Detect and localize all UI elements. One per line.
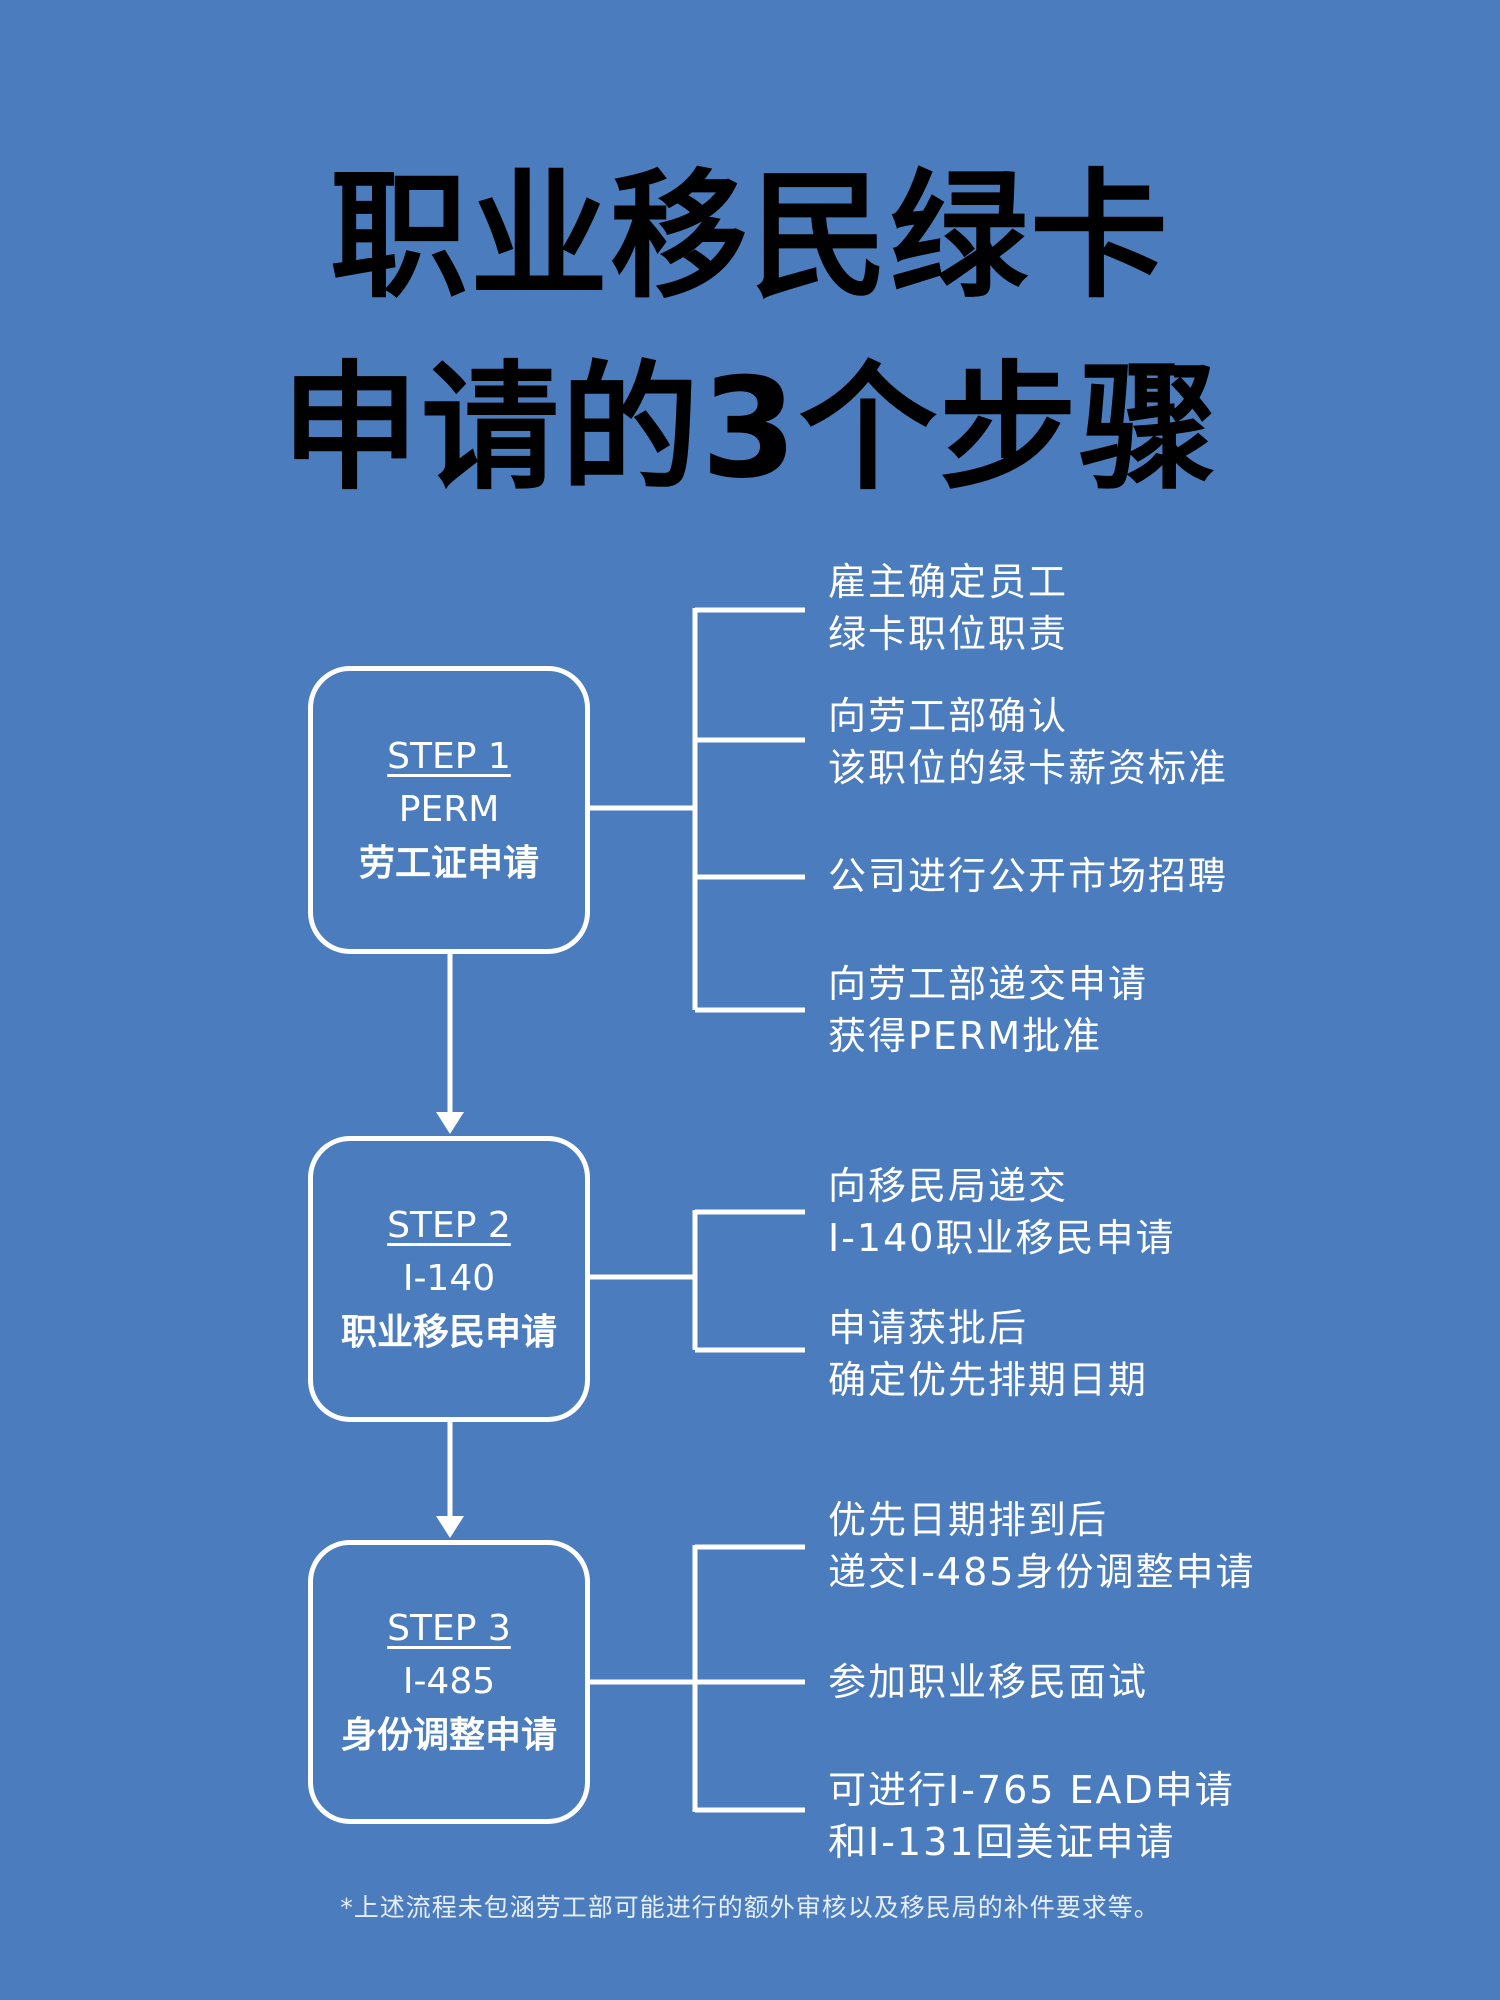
step-1-detail-1: 雇主确定员工 绿卡职位职责	[828, 556, 1068, 660]
title-line-1: 职业移民绿卡	[329, 156, 1170, 317]
step-3-detail-1: 优先日期排到后 递交I-485身份调整申请	[828, 1494, 1255, 1598]
step-1-box: STEP 1 PERM 劳工证申请	[308, 666, 590, 954]
detail-line: 优先日期排到后	[828, 1498, 1109, 1542]
detail-line: I-140职业移民申请	[828, 1216, 1176, 1260]
arrowhead-step3	[436, 1516, 464, 1538]
step-3-detail-2: 参加职业移民面试	[828, 1656, 1148, 1708]
step-3-box: STEP 3 I-485 身份调整申请	[308, 1540, 590, 1824]
step-3-name: 身份调整申请	[340, 1714, 557, 1756]
step-1-label: STEP 1	[387, 736, 511, 778]
step-2-label: STEP 2	[387, 1205, 511, 1247]
step-1-code: PERM	[398, 789, 500, 831]
detail-line: 向劳工部确认	[828, 694, 1069, 738]
step-2-box: STEP 2 I-140 职业移民申请	[308, 1136, 590, 1422]
detail-line: 确定优先排期日期	[828, 1358, 1149, 1402]
detail-line: 申请获批后	[828, 1306, 1029, 1350]
step-2-detail-1: 向移民局递交 I-140职业移民申请	[828, 1160, 1175, 1264]
step-1-name: 劳工证申请	[358, 842, 539, 884]
step-2-detail-2: 申请获批后 确定优先排期日期	[828, 1302, 1148, 1406]
detail-line: 向劳工部递交申请	[828, 962, 1149, 1006]
step-1-detail-3: 公司进行公开市场招聘	[828, 850, 1228, 902]
step-2-code: I-140	[402, 1258, 496, 1300]
step-2-name: 职业移民申请	[340, 1311, 557, 1353]
detail-line: 绿卡职位职责	[828, 612, 1069, 656]
step-3-code: I-485	[402, 1661, 496, 1703]
step-1-detail-2: 向劳工部确认 该职位的绿卡薪资标准	[828, 690, 1228, 794]
title-line-2: 申请的3个步骤	[280, 348, 1220, 509]
detail-line: 公司进行公开市场招聘	[828, 854, 1229, 898]
detail-line: 和I-131回美证申请	[828, 1820, 1176, 1864]
detail-line: 向移民局递交	[828, 1164, 1069, 1208]
step-1-detail-4: 向劳工部递交申请 获得PERM批准	[828, 958, 1148, 1062]
step-3-detail-3: 可进行I-765 EAD申请 和I-131回美证申请	[828, 1764, 1235, 1868]
step-3-label: STEP 3	[387, 1608, 511, 1650]
detail-line: 该职位的绿卡薪资标准	[828, 746, 1229, 790]
footnote: *上述流程未包涵劳工部可能进行的额外审核以及移民局的补件要求等。	[340, 1893, 1160, 1922]
detail-line: 递交I-485身份调整申请	[828, 1550, 1256, 1594]
detail-line: 雇主确定员工	[828, 560, 1069, 604]
detail-line: 参加职业移民面试	[828, 1660, 1149, 1704]
detail-line: 获得PERM批准	[828, 1014, 1103, 1058]
arrowhead-step2	[436, 1112, 464, 1134]
detail-line: 可进行I-765 EAD申请	[828, 1768, 1235, 1812]
